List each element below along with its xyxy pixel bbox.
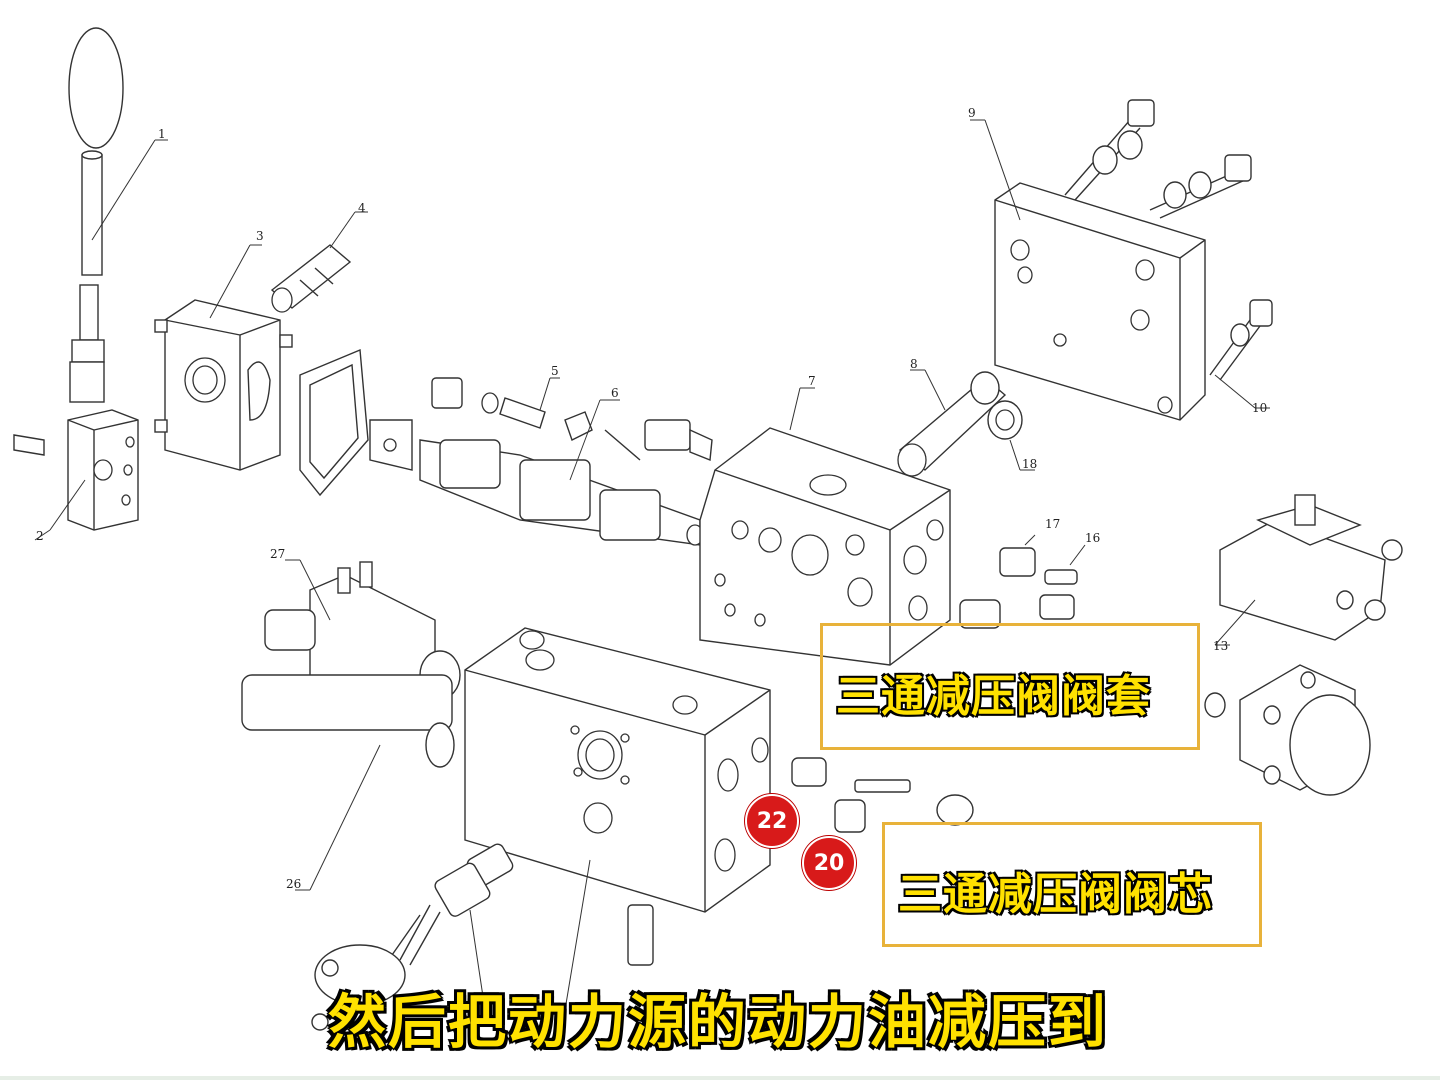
part-label-5: 5 — [551, 364, 559, 378]
gasket-plate — [299, 348, 369, 497]
part-2-block — [13, 409, 139, 541]
part-3-housing — [154, 244, 293, 471]
callout-valve-sleeve-label: 三通减压阀阀套 — [835, 670, 1151, 723]
valve-small-parts — [791, 692, 1226, 833]
callout-valve-core-box — [882, 822, 1262, 947]
part-label-3: 3 — [256, 229, 264, 243]
part-4-sleeve — [270, 211, 368, 313]
part-label-6: 6 — [611, 386, 619, 400]
callout-valve-core-label: 三通减压阀阀芯 — [897, 868, 1213, 921]
part-label-10: 10 — [1252, 401, 1267, 415]
part-9-plate — [970, 99, 1252, 421]
part-5-6-spool — [369, 377, 713, 546]
part-16-17-plugs — [959, 534, 1086, 629]
video-subtitle: 然后把动力源的动力油减压到 — [327, 987, 1109, 1058]
part-26-27-solenoid — [241, 559, 461, 891]
callout-valve-sleeve-box — [820, 623, 1200, 750]
badge-20: 20 — [802, 836, 856, 890]
part-label-4: 4 — [358, 201, 366, 215]
part-label-17: 17 — [1045, 517, 1060, 531]
part-label-13: 13 — [1213, 639, 1228, 653]
part-number-labels: 1 2 3 4 5 6 7 8 9 10 13 16 17 18 26 27 — [36, 106, 1267, 891]
part-13-solenoid — [1214, 494, 1403, 796]
lower-main-block — [464, 627, 771, 1011]
part-label-9: 9 — [968, 106, 976, 120]
part-1-handle — [68, 27, 168, 403]
part-label-7: 7 — [808, 374, 816, 388]
part-label-16: 16 — [1085, 531, 1100, 545]
part-label-2: 2 — [36, 529, 44, 543]
part-10-bolt — [1209, 299, 1273, 409]
part-8-18-cartridge — [897, 369, 1035, 477]
part-label-18: 18 — [1022, 457, 1037, 471]
part-label-8: 8 — [910, 357, 918, 371]
part-label-27: 27 — [270, 547, 285, 561]
part-label-1: 1 — [158, 127, 166, 141]
part-label-26: 26 — [286, 877, 301, 891]
spring-flange — [311, 843, 514, 1031]
part-7-center-block — [699, 387, 951, 666]
badge-22: 22 — [745, 794, 799, 848]
bottom-divider — [0, 1076, 1440, 1080]
